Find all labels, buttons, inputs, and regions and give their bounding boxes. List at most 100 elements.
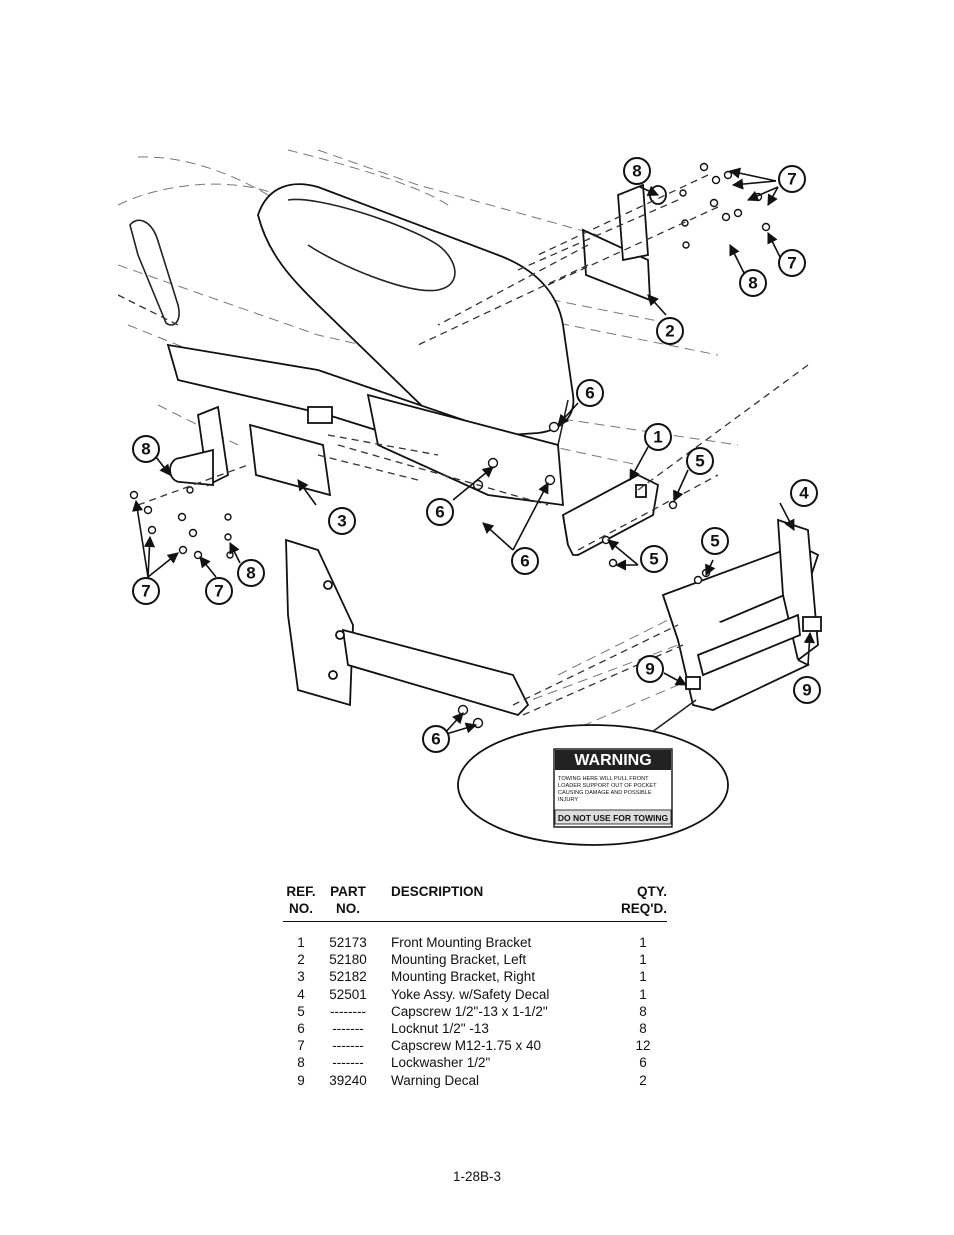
warning-decal-header: WARNING [574,752,651,769]
svg-text:7: 7 [141,582,150,601]
header-ref-no: REF. NO. [286,884,316,916]
description-cell: Lockwasher 1/2" [391,1055,491,1071]
qty-cell: 1 [639,969,647,985]
svg-text:5: 5 [649,550,658,569]
callout-5-top: 5 [686,447,714,475]
callout-arrows [132,167,815,736]
callout-5-right: 5 [701,527,729,555]
svg-text:6: 6 [435,503,444,522]
part-cell: 39240 [329,1072,367,1088]
parts-list-table: REF. NO. PART NO. DESCRIPTION QTY. REQ'D… [283,883,667,1089]
tractor-frame [166,343,564,507]
callout-3: 3 [328,507,356,535]
warning-decal-footer: DO NOT USE FOR TOWING [558,813,669,823]
description-cell: Yoke Assy. w/Safety Decal [391,986,550,1002]
svg-text:3: 3 [337,512,346,531]
ref-cell: 2 [297,952,305,968]
yoke-assembly [661,518,822,711]
ref-cell: 5 [297,1003,305,1019]
table-row: 1 52173 Front Mounting Bracket 1 [283,934,667,951]
part-cell: ------- [332,1055,364,1071]
callout-1: 1 [644,423,672,451]
warning-decal-body-1: TOWING HERE WILL PULL FRONT [558,776,649,782]
loader-support-arm [285,538,530,717]
parts-table-header: REF. NO. PART NO. DESCRIPTION QTY. REQ'D… [283,883,667,922]
svg-text:8: 8 [246,564,255,583]
description-cell: Locknut 1/2" -13 [391,1020,489,1036]
assembly-lines [137,174,809,716]
svg-text:6: 6 [585,384,594,403]
qty-cell: 6 [639,1055,647,1071]
callout-7-left: 7 [132,577,160,605]
svg-text:7: 7 [214,582,223,601]
svg-text:4: 4 [799,484,809,503]
svg-text:7: 7 [787,170,796,189]
ref-cell: 7 [297,1038,305,1054]
part-cell: 52173 [329,935,367,950]
svg-text:9: 9 [802,681,811,700]
callout-5-middle: 5 [640,545,668,573]
callout-8-left: 8 [132,435,160,463]
svg-text:7: 7 [787,254,796,273]
svg-text:5: 5 [710,532,719,551]
exploded-parts-diagram: WARNING TOWING HERE WILL PULL FRONT LOAD… [118,149,822,846]
description-cell: Capscrew 1/2"-13 x 1-1/2" [391,1003,548,1019]
ref-cell: 1 [297,935,305,950]
ref-cell: 9 [297,1072,305,1088]
table-row: 2 52180 Mounting Bracket, Left 1 [283,951,667,968]
part-cell: -------- [330,1003,366,1019]
hardware-fasteners [129,162,771,729]
table-row: 5--------Capscrew 1/2"-13 x 1-1/2"8 [283,1003,667,1020]
description-cell: Mounting Bracket, Right [391,969,536,985]
callout-6-bottom: 6 [422,725,450,753]
warning-decal-body-3: CAUSING DAMAGE AND POSSIBLE [558,790,652,796]
svg-text:2: 2 [665,322,674,341]
qty-cell: 1 [639,986,647,1002]
callout-4: 4 [790,479,818,507]
header-qty-reqd: QTY. REQ'D. [621,884,667,916]
warning-decal-body-2: LOADER SUPPORT OUT OF POCKET [558,783,657,789]
description-cell: Capscrew M12-1.75 x 40 [391,1038,542,1054]
part-cell: ------- [332,1020,364,1036]
part-cell: ------- [332,1038,364,1054]
callout-7-bottom: 7 [205,577,233,605]
qty-cell: 2 [639,1072,647,1088]
callout-6-left: 6 [426,498,454,526]
svg-text:8: 8 [632,162,641,181]
callout-2: 2 [656,317,684,345]
qty-cell: 1 [639,935,647,950]
mounting-bracket-right [169,405,332,497]
description-cell: Front Mounting Bracket [391,935,532,950]
callout-7-right: 7 [778,249,806,277]
part-cell: 52182 [329,969,367,985]
ref-cell: 4 [297,986,305,1002]
table-row: 3 52182 Mounting Bracket, Right 1 [283,968,667,985]
callout-8-bottom: 8 [237,559,265,587]
ref-cell: 3 [297,969,305,985]
svg-text:1: 1 [653,428,662,447]
svg-text:5: 5 [695,452,704,471]
callout-9-left: 9 [636,655,664,683]
svg-text:6: 6 [520,552,529,571]
qty-cell: 1 [639,952,647,968]
front-axle-outline [118,219,180,326]
header-part-no: PART NO. [330,884,366,916]
warning-decal-detail: WARNING TOWING HERE WILL PULL FRONT LOAD… [457,699,729,846]
qty-cell: 12 [635,1038,651,1054]
callout-8-right: 8 [739,269,767,297]
mounting-bracket-left [582,183,667,302]
ref-cell: 8 [297,1055,305,1071]
svg-text:9: 9 [645,660,654,679]
header-description: DESCRIPTION [391,884,484,899]
warning-decal-body-4: INJURY [558,797,578,803]
callout-9-right: 9 [793,676,821,704]
callout-7-top: 7 [778,165,806,193]
qty-cell: 8 [639,1020,647,1036]
page-number: 1-28B-3 [452,1169,502,1184]
description-cell: Mounting Bracket, Left [391,952,527,968]
part-cell: 52180 [329,952,367,968]
